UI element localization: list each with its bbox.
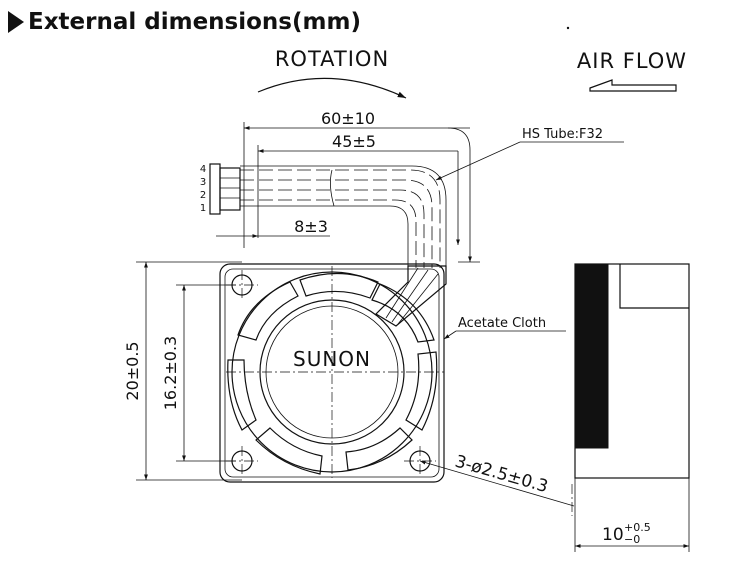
depth-plus-tolerance: +0.5	[624, 521, 651, 534]
cloth-leader-arrow	[443, 330, 457, 340]
cable-wires	[240, 165, 447, 268]
brand-logo-text: SUNON	[293, 347, 371, 371]
cloth-label: Acetate Cloth	[458, 316, 546, 331]
rotation-label: ROTATION	[275, 47, 389, 71]
stray-dot	[566, 26, 570, 30]
depth-minus-tolerance: −0	[624, 533, 640, 546]
cable-strip-length: 8±3	[294, 217, 328, 236]
height-dimension-lines	[136, 261, 242, 481]
cable-dimensions	[216, 122, 480, 263]
triangle-bullet-icon	[8, 11, 24, 33]
airflow-label: AIR FLOW	[577, 49, 687, 73]
airflow-arrow-icon	[589, 79, 677, 92]
hole-spacing-label: 16.2±0.3	[161, 336, 180, 410]
pin-label-1: 1	[200, 203, 206, 214]
tube-label: HS Tube:F32	[522, 127, 603, 142]
cable-lead-length: 45±5	[332, 132, 376, 151]
overall-height-label: 20±0.5	[123, 341, 142, 400]
tube-leader-arrow	[435, 141, 521, 181]
holes-leader-line	[419, 460, 575, 507]
heading-text: External dimensions(mm)	[28, 9, 361, 35]
pin-label-4: 4	[200, 164, 206, 175]
cable-total-length: 60±10	[321, 109, 375, 128]
holes-label: 3-ø2.5±0.3	[453, 452, 550, 498]
pin-label-3: 3	[200, 177, 206, 188]
depth-base: 10	[602, 525, 624, 545]
pin-label-2: 2	[200, 190, 206, 201]
section-heading: External dimensions(mm)	[8, 6, 361, 38]
connector	[209, 163, 241, 215]
fan-side-view	[571, 263, 690, 552]
rotation-arrow-icon	[257, 77, 407, 99]
fan-front-view	[219, 263, 447, 483]
